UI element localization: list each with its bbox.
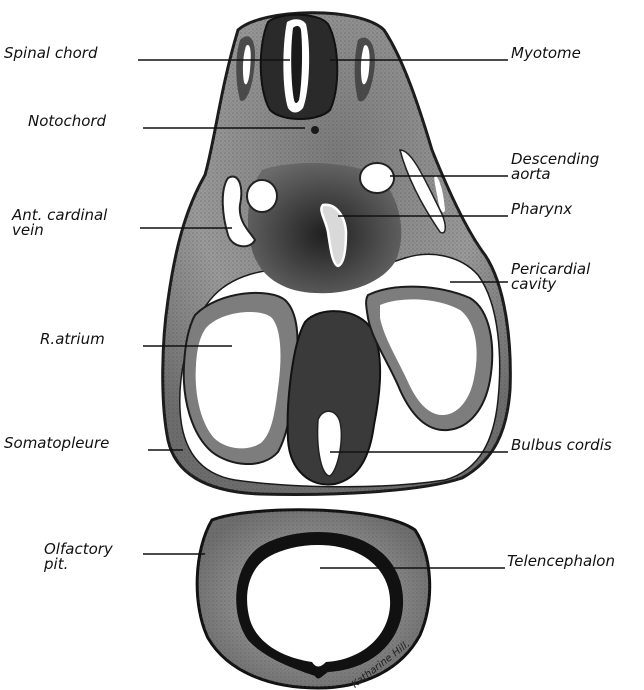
right-aorta xyxy=(360,163,394,193)
label-pharynx: Pharynx xyxy=(511,202,572,217)
label-myotome: Myotome xyxy=(511,46,581,61)
label-somatopleure: Somatopleure xyxy=(4,436,109,451)
label-ant-cardinal-vein-line2: vein xyxy=(12,223,107,238)
label-olfactory-pit: Olfactory pit. xyxy=(44,542,113,572)
label-descending-aorta-line2: aorta xyxy=(511,167,599,182)
label-spinal-chord: Spinal chord xyxy=(4,46,97,61)
label-pericardial-cavity-line2: cavity xyxy=(511,277,590,292)
label-bulbus-cordis: Bulbus cordis xyxy=(511,438,612,453)
label-r-atrium: R.atrium xyxy=(40,332,105,347)
label-pericardial-cavity: Pericardial cavity xyxy=(511,262,590,292)
label-telencephalon: Telencephalon xyxy=(507,554,615,569)
label-olfactory-pit-line2: pit. xyxy=(44,557,113,572)
label-notochord: Notochord xyxy=(28,114,106,129)
notochord-shape xyxy=(311,126,319,134)
label-ant-cardinal-vein: Ant. cardinal vein xyxy=(12,208,107,238)
left-aorta xyxy=(247,180,277,212)
label-descending-aorta: Descending aorta xyxy=(511,152,599,182)
